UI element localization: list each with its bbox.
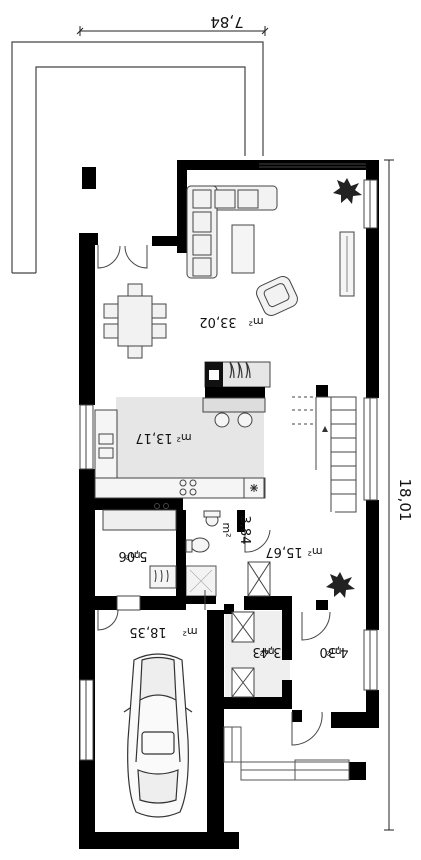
height-label: 18,01	[396, 479, 414, 522]
entrance	[223, 726, 350, 781]
height-dimension: 18,01	[384, 159, 414, 831]
width-dimension: 7,84	[76, 13, 269, 36]
room-unit-wc: m²	[220, 522, 233, 537]
coffee-table	[231, 224, 255, 274]
room-unit-office: m²	[326, 645, 341, 658]
room-area-hall: 15,67	[265, 544, 302, 559]
room-unit-boiler: m²	[125, 549, 140, 562]
armchair	[256, 276, 298, 316]
room-area-garage: 18,35	[129, 624, 166, 639]
room-unit-wardrobe: m²	[259, 645, 274, 658]
room-area-wc: 3,84	[237, 516, 252, 545]
boiler-fixtures	[102, 503, 177, 611]
room-unit-garage: m²	[182, 625, 197, 638]
plant-icon	[333, 178, 362, 204]
room-area-wardrobe: 3,43	[253, 644, 282, 659]
room-area-office: 4,30	[320, 644, 349, 659]
room-unit-hall: m²	[307, 545, 322, 558]
dining-table	[103, 283, 167, 359]
room-area-living: 33,02	[199, 314, 236, 329]
kitchen-island	[202, 397, 266, 428]
car-icon	[123, 653, 193, 818]
room-area-kitchen: 13,17	[135, 430, 172, 445]
room-labels: 33,02 m² 13,17 m² 3,84 m² 15,67 m² 5,06 …	[119, 314, 349, 659]
stairs	[292, 396, 357, 513]
sink-icon	[250, 484, 258, 492]
wardrobe-shelves	[231, 561, 271, 698]
terrace	[11, 41, 264, 274]
room-area-boiler: 5,06	[119, 548, 148, 563]
kitchen-counter	[94, 409, 266, 499]
interior-walls	[95, 385, 328, 722]
fireplace	[204, 361, 271, 399]
room-unit-living: m²	[248, 315, 263, 328]
windows	[79, 163, 378, 761]
room-unit-kitchen: m²	[176, 431, 191, 444]
width-label: 7,84	[210, 13, 243, 31]
sofa	[186, 185, 278, 279]
doors	[97, 245, 331, 746]
wc-fixtures	[185, 510, 221, 553]
plant-icon	[326, 572, 355, 598]
